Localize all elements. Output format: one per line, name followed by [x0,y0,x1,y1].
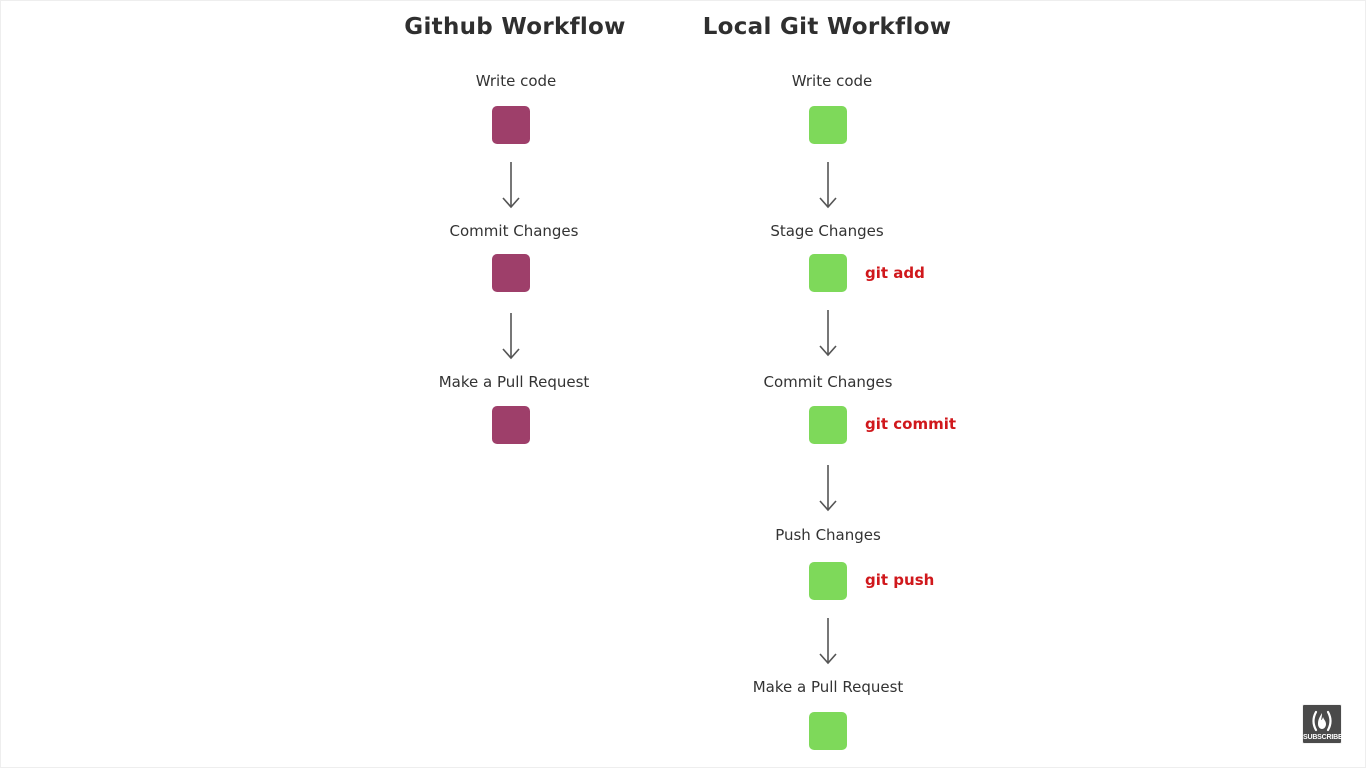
flame-icon [1312,710,1332,732]
github-step-pull-request-label: Make a Pull Request [438,373,590,391]
local-step-push-box [809,562,847,600]
github-arrow-2 [499,311,523,361]
local-step-commit-box [809,406,847,444]
git-commit-command: git commit [865,415,957,433]
local-arrow-2 [816,308,840,358]
github-step-commit-label: Commit Changes [449,222,579,240]
local-step-pull-request-box [809,712,847,750]
local-arrow-1 [816,160,840,210]
local-step-stage-label: Stage Changes [770,222,884,240]
local-step-commit-label: Commit Changes [763,373,893,391]
local-step-pull-request-label: Make a Pull Request [752,678,904,696]
local-workflow-title: Local Git Workflow [702,14,952,40]
github-step-pull-request-box [492,406,530,444]
subscribe-button[interactable]: SUBSCRIBE [1302,704,1343,744]
subscribe-label: SUBSCRIBE [1303,734,1343,741]
local-step-stage-box [809,254,847,292]
local-arrow-4 [816,616,840,666]
github-step-write-code-box [492,106,530,144]
github-workflow-title: Github Workflow [404,14,626,40]
github-step-commit-box [492,254,530,292]
git-add-command: git add [865,264,925,282]
local-step-write-code-label: Write code [791,72,873,90]
git-push-command: git push [865,571,935,589]
local-step-push-label: Push Changes [775,526,881,544]
github-step-write-code-label: Write code [475,72,557,90]
local-arrow-3 [816,463,840,513]
local-step-write-code-box [809,106,847,144]
github-arrow-1 [499,160,523,210]
